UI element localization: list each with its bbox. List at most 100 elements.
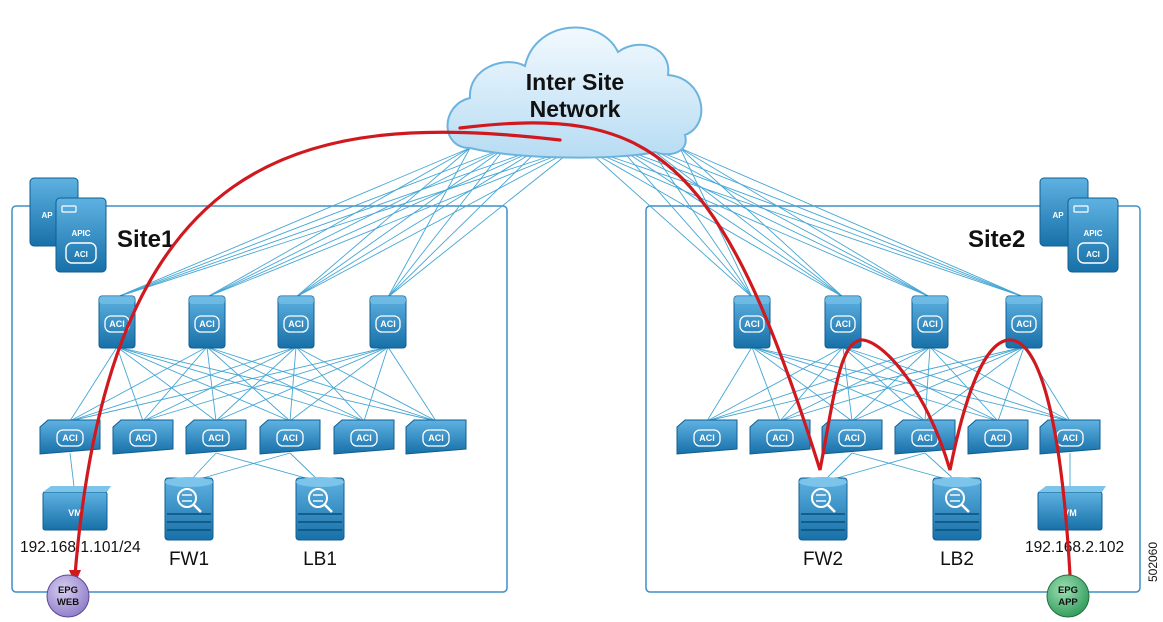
epg-web-line2: WEB	[57, 597, 79, 608]
spine-leaf-link	[69, 346, 389, 422]
spine-leaf-link	[295, 346, 437, 422]
site2-spine-switch-3: ACI	[911, 295, 949, 349]
leaf-service-link	[215, 452, 321, 483]
spine-leaf-link	[997, 346, 1025, 422]
spine-leaf-link	[842, 346, 999, 422]
apic-server: APIC ACI	[1067, 197, 1119, 273]
spine-leaf-link	[842, 346, 926, 422]
site2-leaf-switch-2: ACI	[749, 419, 811, 455]
traffic-flow-site1	[73, 130, 562, 577]
epg-app-line2: APP	[1058, 597, 1078, 608]
site2-leaf-switch-4: ACI	[894, 419, 956, 455]
cloud-spine-link	[206, 147, 471, 298]
cloud-spine-link	[649, 147, 1025, 298]
site2-leaf-switch-5: ACI	[967, 419, 1029, 455]
cloud-spine-link	[206, 147, 506, 298]
cloud-spine-link	[295, 147, 471, 298]
site2-leaf-switch-6: ACI	[1039, 419, 1101, 455]
spine-leaf-link	[387, 346, 437, 422]
cloud-spine-link	[584, 147, 844, 298]
svg-text:ACI: ACI	[380, 319, 396, 329]
site1-leaf-switch-5: ACI	[333, 419, 395, 455]
svg-text:ACI: ACI	[288, 319, 304, 329]
spine-leaf-link	[779, 346, 844, 422]
spine-leaf-link	[206, 346, 217, 422]
cloud-spine-link	[679, 147, 844, 298]
spine-leaf-link	[751, 346, 853, 422]
spine-leaf-link	[706, 346, 1025, 422]
spine-leaf-link	[116, 346, 291, 422]
lb2-device	[932, 477, 982, 541]
site1-leaf-switch-2: ACI	[112, 419, 174, 455]
spine-leaf-link	[851, 346, 931, 422]
apic-label: APIC	[1083, 229, 1102, 238]
cloud-spine-link	[649, 147, 931, 298]
cloud-spine-link	[206, 147, 541, 298]
site1-spine-switch-4: ACI	[369, 295, 407, 349]
svg-text:ACI: ACI	[109, 319, 125, 329]
svg-text:ACI: ACI	[208, 433, 224, 443]
epg-app: EPG APP	[1046, 574, 1090, 618]
svg-text:ACI: ACI	[62, 433, 78, 443]
svg-text:AP: AP	[1052, 211, 1064, 220]
firewall-icon	[811, 488, 836, 513]
svg-text:ACI: ACI	[772, 433, 788, 443]
svg-text:ACI: ACI	[835, 319, 851, 329]
spine-leaf-link	[706, 346, 753, 422]
aci-logo-icon: ACI	[74, 250, 88, 259]
epg-app-line1: EPG	[1058, 585, 1078, 596]
cloud-spine-link	[295, 147, 541, 298]
site1-spine-switch-2: ACI	[188, 295, 226, 349]
load-balancer-icon	[308, 488, 333, 513]
leaf-service-link	[822, 452, 926, 483]
site1-apic-cluster: AP APIC ACI	[29, 177, 107, 273]
figure-code: 502060	[1146, 542, 1160, 582]
cloud-spine-link	[295, 147, 576, 298]
leaf-service-link	[851, 452, 958, 483]
spine-leaf-link	[706, 346, 844, 422]
site2-spine-switch-4: ACI	[1005, 295, 1043, 349]
spine-leaf-link	[215, 346, 389, 422]
epg-web-line1: EPG	[58, 585, 78, 596]
lb1-device	[295, 477, 345, 541]
svg-text:ACI: ACI	[917, 433, 933, 443]
cloud-spine-link	[649, 147, 844, 298]
cloud-spine-link	[619, 147, 931, 298]
cloud-spine-link	[619, 147, 1025, 298]
cloud-spine-link	[387, 147, 471, 298]
apic-label: APIC	[71, 229, 90, 238]
cloud-spine-link	[387, 147, 506, 298]
vm-label: VM	[68, 508, 82, 518]
site2-leaf-switch-1: ACI	[676, 419, 738, 455]
network-devices: ACI ACI ACI ACI ACI ACI ACI ACI ACI ACI ACI ACI ACI A…	[39, 295, 1106, 541]
cloud-spine-link	[679, 147, 1025, 298]
spine-leaf-link	[116, 346, 217, 422]
site2-spine-switch-1: ACI	[733, 295, 771, 349]
spine-leaf-link	[929, 346, 1071, 422]
spine-leaf-link	[206, 346, 437, 422]
svg-text:ACI: ACI	[428, 433, 444, 443]
load-balancer-icon	[945, 488, 970, 513]
spine-leaf-link	[215, 346, 297, 422]
spine-leaf-link	[142, 346, 389, 422]
site2-spine-switch-2: ACI	[824, 295, 862, 349]
spine-leaf-link	[69, 346, 118, 422]
svg-text:ACI: ACI	[844, 433, 860, 443]
svg-text:ACI: ACI	[1016, 319, 1032, 329]
svg-text:ACI: ACI	[282, 433, 298, 443]
svg-text:AP: AP	[41, 211, 53, 220]
fw2-device	[798, 477, 848, 541]
svg-text:ACI: ACI	[199, 319, 215, 329]
spine-leaf-link	[295, 346, 365, 422]
cloud-spine-link	[116, 147, 471, 298]
site2-label: Site2	[968, 226, 1025, 253]
site1-leaf-switch-6: ACI	[405, 419, 467, 455]
spine-leaf-link	[116, 346, 365, 422]
apic-server: APIC ACI	[55, 197, 107, 273]
cloud-spine-link	[649, 147, 753, 298]
spine-leaf-link	[69, 346, 208, 422]
spine-leaf-link	[289, 346, 389, 422]
site2-vm: VM	[1037, 486, 1106, 531]
cloud-spine-link	[206, 147, 576, 298]
cloud-spine-link	[584, 147, 1025, 298]
